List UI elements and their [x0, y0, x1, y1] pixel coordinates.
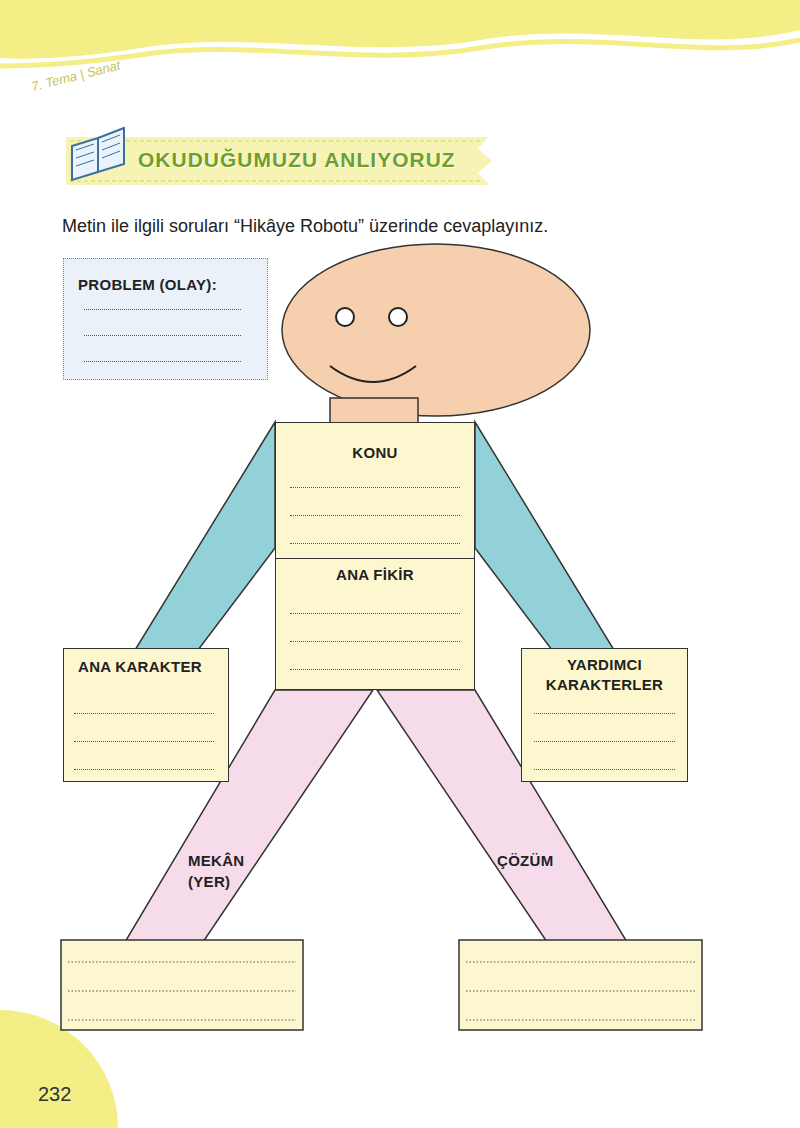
- page-number: 232: [38, 1080, 71, 1108]
- title-text: OKUDUĞUMUZU ANLIYORUZ: [138, 148, 456, 172]
- leg-label: MEKÂN (YER): [188, 850, 258, 892]
- banner-dash: [70, 141, 480, 181]
- title-banner: [66, 137, 492, 185]
- answer-box: ANA FİKİR: [275, 558, 475, 690]
- answer-line: [534, 713, 675, 714]
- answer-box: PROBLEM (OLAY):: [63, 258, 268, 380]
- foot-box: [459, 940, 702, 1030]
- robot-eye: [336, 308, 354, 326]
- answer-lines: [68, 962, 695, 1020]
- box-heading: YARDIMCI KARAKTERLER: [530, 655, 679, 696]
- answer-line: [290, 543, 460, 544]
- answer-line: [84, 361, 241, 362]
- answer-line: [84, 335, 241, 336]
- answer-line: [84, 309, 241, 310]
- answer-box: KONU: [275, 422, 475, 559]
- robot-neck: [330, 398, 418, 424]
- answer-line: [290, 613, 460, 614]
- robot-smile: [330, 366, 416, 382]
- right-arm: [475, 422, 614, 650]
- robot-eye: [389, 308, 407, 326]
- box-heading: ANA KARAKTER: [78, 657, 220, 677]
- answer-box: YARDIMCI KARAKTERLER: [521, 648, 688, 782]
- answer-line: [290, 641, 460, 642]
- box-heading: KONU: [284, 443, 466, 463]
- book-icon: [72, 128, 124, 180]
- leg-label: ÇÖZÜM: [497, 850, 554, 871]
- answer-line: [290, 515, 460, 516]
- answer-line: [290, 487, 460, 488]
- instruction-text: Metin ile ilgili soruları “Hikâye Robotu…: [62, 214, 548, 239]
- foot-box: [61, 940, 303, 1030]
- box-heading: ANA FİKİR: [284, 565, 466, 585]
- robot-head: [282, 244, 590, 416]
- answer-line: [534, 741, 675, 742]
- answer-line: [74, 713, 214, 714]
- top-wave-line: [0, 40, 800, 66]
- answer-line: [74, 769, 214, 770]
- answer-line: [534, 769, 675, 770]
- answer-box: ANA KARAKTER: [63, 648, 229, 782]
- left-arm: [135, 422, 275, 650]
- top-wave: [0, 0, 800, 59]
- answer-line: [290, 669, 460, 670]
- answer-line: [74, 741, 214, 742]
- box-heading: PROBLEM (OLAY):: [78, 275, 259, 295]
